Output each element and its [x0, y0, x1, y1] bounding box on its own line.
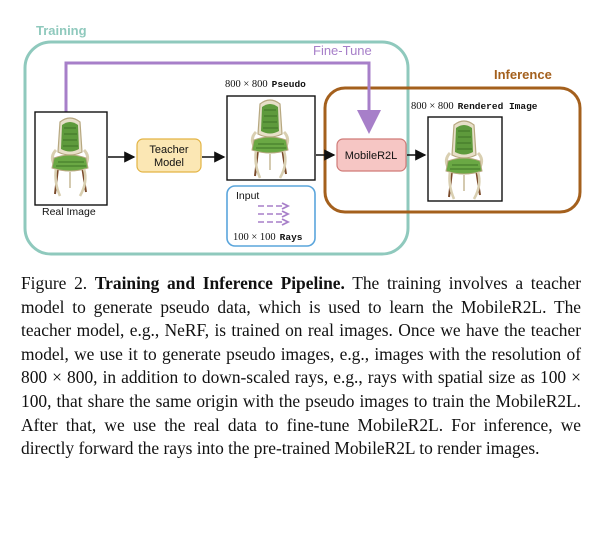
figure-caption: Figure 2. Training and Inference Pipelin… [21, 272, 581, 461]
caption-prefix: Figure 2. [21, 273, 88, 293]
inference-label: Inference [494, 67, 552, 82]
caption-body: The training involves a teacher model to… [21, 273, 581, 459]
input-label: Input [236, 190, 259, 202]
real-image-label: Real Image [42, 206, 96, 218]
input-rays-box [226, 185, 316, 247]
finetune-arrow [64, 61, 381, 134]
rays-icon [258, 202, 291, 226]
caption-title: Training and Inference Pipeline. [94, 273, 345, 293]
teacher-model-line1: Teacher [149, 144, 188, 156]
teacher-model-box [136, 138, 202, 173]
finetune-label: Fine-Tune [313, 43, 372, 58]
pipeline-diagram: Training Inference Fine-Tune Real Image … [23, 23, 582, 256]
training-region [23, 40, 410, 256]
teacher-model-line2: Model [154, 157, 184, 169]
training-label: Training [36, 23, 87, 38]
mobiler2l-box [336, 138, 407, 172]
mobiler2l-label: MobileR2L [345, 150, 398, 162]
